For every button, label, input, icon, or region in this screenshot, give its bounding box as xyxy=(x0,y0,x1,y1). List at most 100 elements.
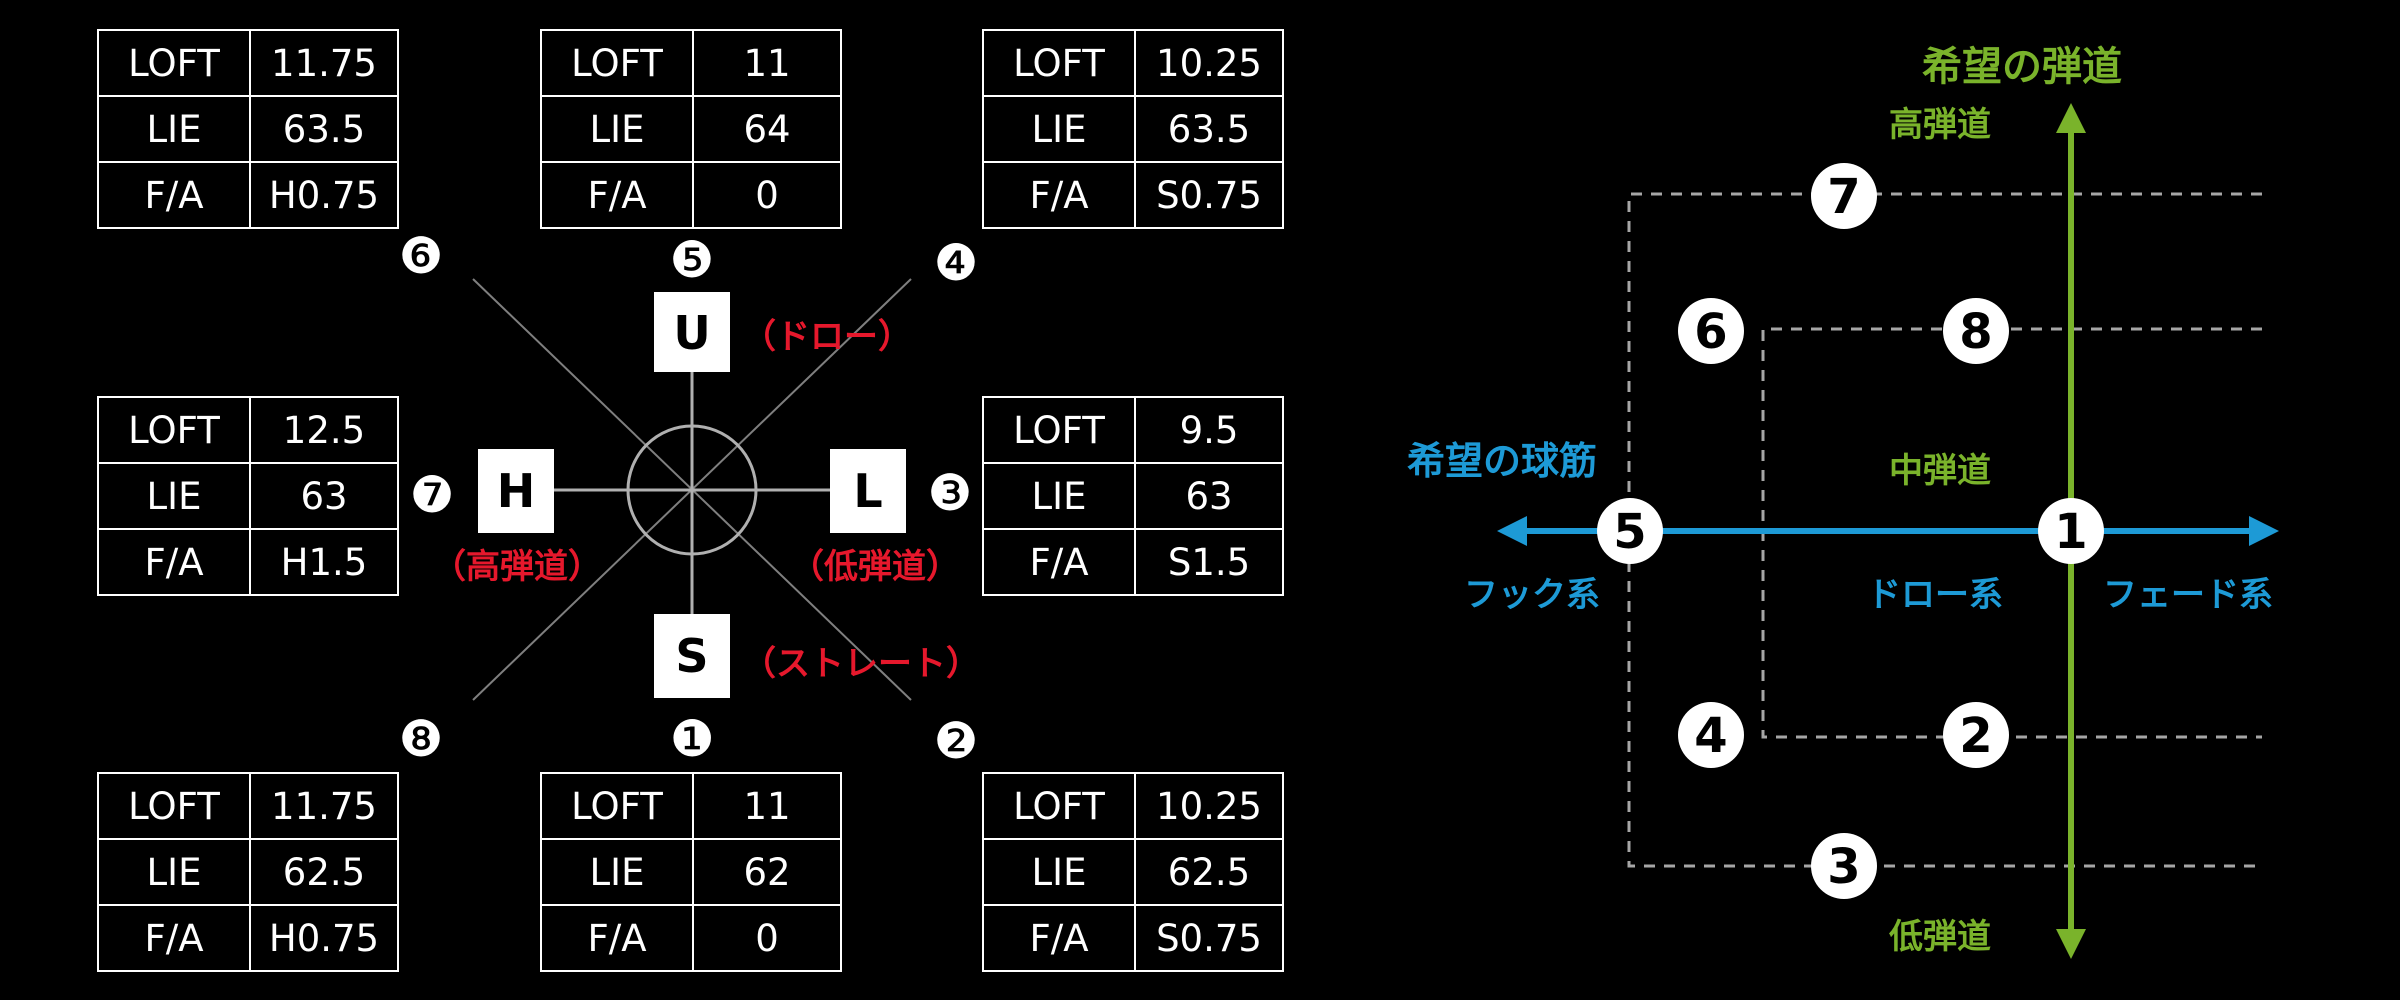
spec-value: 11 xyxy=(692,772,842,840)
spec-value: 63 xyxy=(1134,462,1284,530)
outer-dashed-frame xyxy=(1627,192,2262,868)
spec-key: LIE xyxy=(982,838,1136,906)
spec-value: 63.5 xyxy=(1134,95,1284,163)
spec-value: 0 xyxy=(692,161,842,229)
marker-s: S xyxy=(654,614,730,698)
spec-key: LOFT xyxy=(97,772,251,840)
spec-value: 63.5 xyxy=(249,95,399,163)
point-2: 2 xyxy=(1943,702,2009,768)
point-1-label: 1 xyxy=(2054,504,2087,560)
ball-flight-title: 希望の球筋 xyxy=(1407,439,1597,483)
spec-value: 12.5 xyxy=(249,396,399,464)
spec-key: LIE xyxy=(540,95,694,163)
spec-key: LOFT xyxy=(540,29,694,97)
marker-u: U xyxy=(654,292,730,372)
point-1: 1 xyxy=(2038,498,2104,564)
spec-value: 62 xyxy=(692,838,842,906)
point-6-label: 6 xyxy=(1694,304,1727,360)
spec-value: S0.75 xyxy=(1134,161,1284,229)
position-number-3: ❸ xyxy=(928,464,973,522)
spec-key: LIE xyxy=(97,462,251,530)
spec-value: 10.25 xyxy=(1134,772,1284,840)
spec-key: LOFT xyxy=(982,772,1136,840)
spec-value: 10.25 xyxy=(1134,29,1284,97)
spec-key: F/A xyxy=(982,904,1136,972)
spec-value: 11.75 xyxy=(249,772,399,840)
marker-u-label: U xyxy=(673,306,710,360)
marker-s-label: S xyxy=(675,629,708,683)
trajectory-title: 希望の弾道 xyxy=(1922,44,2122,90)
point-8-label: 8 xyxy=(1959,304,1992,360)
spec-key: LOFT xyxy=(97,396,251,464)
point-3-label: 3 xyxy=(1827,839,1860,895)
spec-key: F/A xyxy=(97,528,251,596)
marker-h-label: H xyxy=(497,464,536,518)
spec-key: F/A xyxy=(97,904,251,972)
marker-l-label: L xyxy=(853,464,882,518)
spec-key: F/A xyxy=(540,904,694,972)
dial-diagonal-line xyxy=(472,278,912,701)
label-draw: ドロー系 xyxy=(1867,575,2003,615)
spec-value: 9.5 xyxy=(1134,396,1284,464)
spec-value: 62.5 xyxy=(249,838,399,906)
point-8: 8 xyxy=(1943,298,2009,364)
spec-key: F/A xyxy=(982,161,1136,229)
point-6: 6 xyxy=(1678,298,1744,364)
spec-value: H1.5 xyxy=(249,528,399,596)
spec-key: LOFT xyxy=(982,396,1136,464)
marker-l: L xyxy=(830,449,906,533)
spec-key: LIE xyxy=(982,95,1136,163)
point-5-label: 5 xyxy=(1613,504,1646,560)
spec-key: F/A xyxy=(97,161,251,229)
dial-center-circle xyxy=(626,424,758,556)
dial-diagonal-line xyxy=(472,278,912,701)
spec-key: LIE xyxy=(540,838,694,906)
dashed-guide-lines xyxy=(1627,192,2262,868)
caption-straight: （ストレート） xyxy=(742,644,980,684)
spec-key: LIE xyxy=(97,95,251,163)
spec-value: 0 xyxy=(692,904,842,972)
spec-key: LIE xyxy=(97,838,251,906)
position-number-7: ❼ xyxy=(410,466,455,524)
spec-key: LOFT xyxy=(982,29,1136,97)
position-number-2: ❷ xyxy=(934,712,979,770)
spec-value: S1.5 xyxy=(1134,528,1284,596)
point-5: 5 xyxy=(1597,498,1663,564)
point-3: 3 xyxy=(1811,833,1877,899)
position-number-8: ❽ xyxy=(399,710,444,768)
spec-value: 62.5 xyxy=(1134,838,1284,906)
label-mid-trajectory: 中弾道 xyxy=(1889,451,1991,491)
caption-low-trajectory: （低弾道） xyxy=(790,547,960,587)
spec-key: F/A xyxy=(982,528,1136,596)
point-2-label: 2 xyxy=(1959,708,1992,764)
position-number-4: ❹ xyxy=(934,234,979,292)
caption-high-trajectory: （高弾道） xyxy=(432,547,602,587)
spec-value: 11.75 xyxy=(249,29,399,97)
spec-value: S0.75 xyxy=(1134,904,1284,972)
spec-key: LOFT xyxy=(540,772,694,840)
label-low-trajectory: 低弾道 xyxy=(1889,917,1991,957)
spec-key: LOFT xyxy=(97,29,251,97)
position-number-1: ❶ xyxy=(670,710,715,768)
label-fade: フェード系 xyxy=(2103,575,2273,615)
label-high-trajectory: 高弾道 xyxy=(1889,105,1991,145)
spec-value: H0.75 xyxy=(249,904,399,972)
spec-value: 63 xyxy=(249,462,399,530)
point-4: 4 xyxy=(1678,702,1744,768)
caption-draw: （ドロー） xyxy=(742,317,912,357)
position-number-5: ❺ xyxy=(670,231,715,289)
spec-key: F/A xyxy=(540,161,694,229)
point-7-label: 7 xyxy=(1827,169,1860,225)
marker-h: H xyxy=(478,449,554,533)
label-hook: フック系 xyxy=(1464,575,1600,615)
inner-dashed-frame xyxy=(1761,327,2262,739)
spec-value: H0.75 xyxy=(249,161,399,229)
